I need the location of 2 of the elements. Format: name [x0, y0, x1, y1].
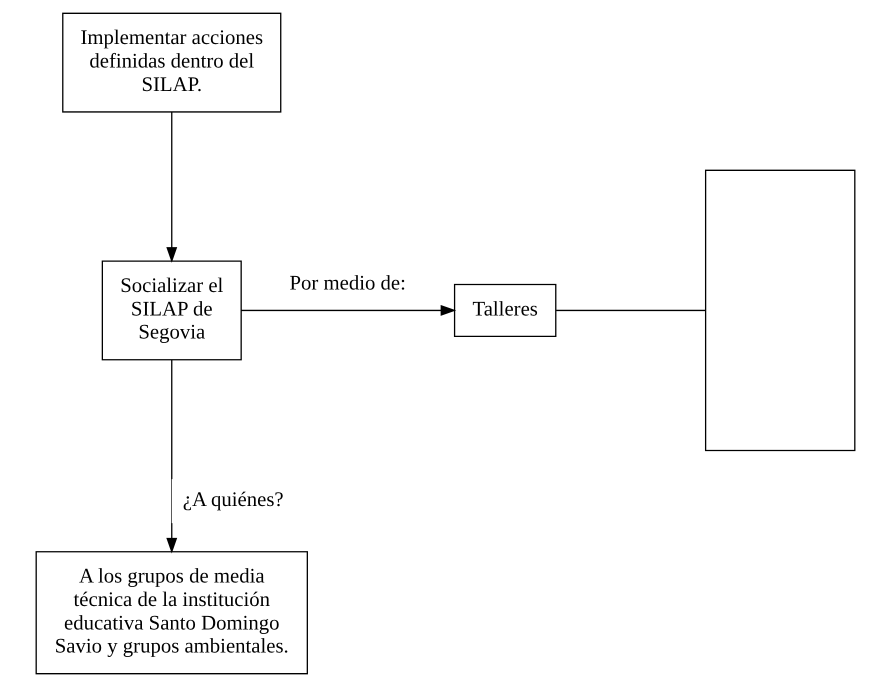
edge-label: Por medio de:: [288, 272, 406, 294]
edge-label: ¿A quiénes?: [182, 489, 284, 512]
